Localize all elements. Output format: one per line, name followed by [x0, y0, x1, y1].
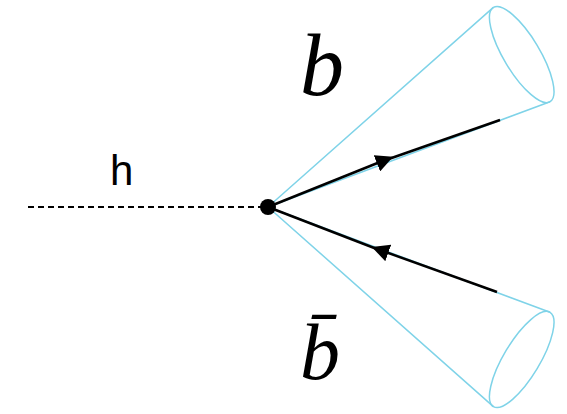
jet-cone [240, 160, 566, 414]
jet-cone [240, 0, 566, 254]
quark-line [268, 160, 385, 207]
quark-line [383, 120, 500, 161]
vertex-dot [260, 199, 276, 215]
antiquark-line [268, 207, 382, 251]
antiquark-line [380, 250, 497, 292]
quark-label: b [300, 22, 344, 110]
higgs-propagator [28, 206, 268, 208]
particle-label: h [110, 150, 133, 192]
antiquark-label: b̄ [300, 312, 340, 392]
